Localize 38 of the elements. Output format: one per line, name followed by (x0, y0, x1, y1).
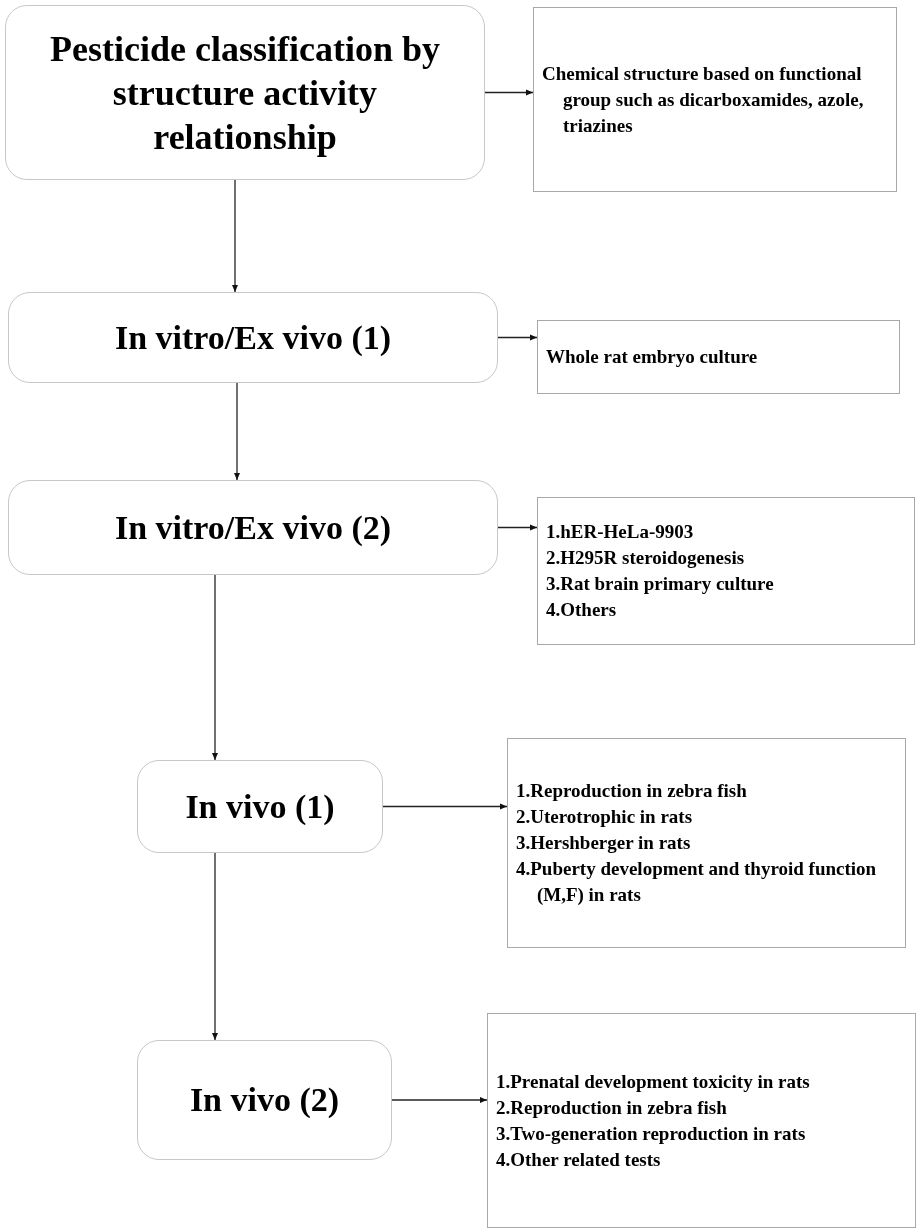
detail-text: 1.hER-HeLa-9903 (546, 520, 695, 544)
arrow (234, 382, 240, 481)
detail-text: 1.Prenatal development toxicity in rats (496, 1069, 811, 1094)
arrow (212, 852, 218, 1041)
detail-text: Whole rat embryo culture (546, 345, 759, 369)
step-title: In vitro/Ex vivo (2) (114, 507, 392, 548)
detail-text: 4.Puberty development and thyroid function (M,F) in rats (516, 857, 878, 907)
detail-text: 2.H295R steroidogenesis (546, 546, 746, 570)
arrow (212, 574, 218, 761)
detail-box (487, 1013, 916, 1228)
arrow (497, 334, 538, 341)
detail-text: Chemical structure based on functional group such as dicarboxamides, azole, triazines (542, 61, 865, 138)
step-box (8, 480, 498, 575)
arrow (382, 803, 508, 810)
detail-text: 3.Hershberger in rats (516, 831, 692, 855)
detail-box (533, 7, 897, 192)
detail-text: 4.Other related tests (496, 1147, 662, 1172)
detail-box (537, 497, 915, 645)
detail-text: 3.Rat brain primary culture (546, 572, 775, 596)
arrow (497, 524, 538, 531)
detail-box (537, 320, 900, 394)
step-title: In vivo (1) (185, 786, 335, 827)
detail-box (507, 738, 906, 948)
step-title: Pesticide classification by structure activity relationship (49, 27, 441, 159)
arrow (232, 179, 238, 293)
detail-text: 2.Uterotrophic in rats (516, 805, 694, 829)
detail-text: 4.Others (546, 598, 618, 622)
step-box (137, 1040, 392, 1160)
detail-text: 3.Two-generation reproduction in rats (496, 1121, 807, 1146)
detail-text: 1.Reproduction in zebra fish (516, 779, 748, 803)
arrow (391, 1097, 488, 1103)
step-title: In vivo (2) (189, 1080, 340, 1120)
step-box (8, 292, 498, 383)
arrow (484, 89, 534, 96)
step-title: In vitro/Ex vivo (1) (114, 317, 392, 358)
detail-text: 2.Reproduction in zebra fish (496, 1095, 728, 1120)
step-box (5, 5, 485, 180)
step-box (137, 760, 383, 853)
